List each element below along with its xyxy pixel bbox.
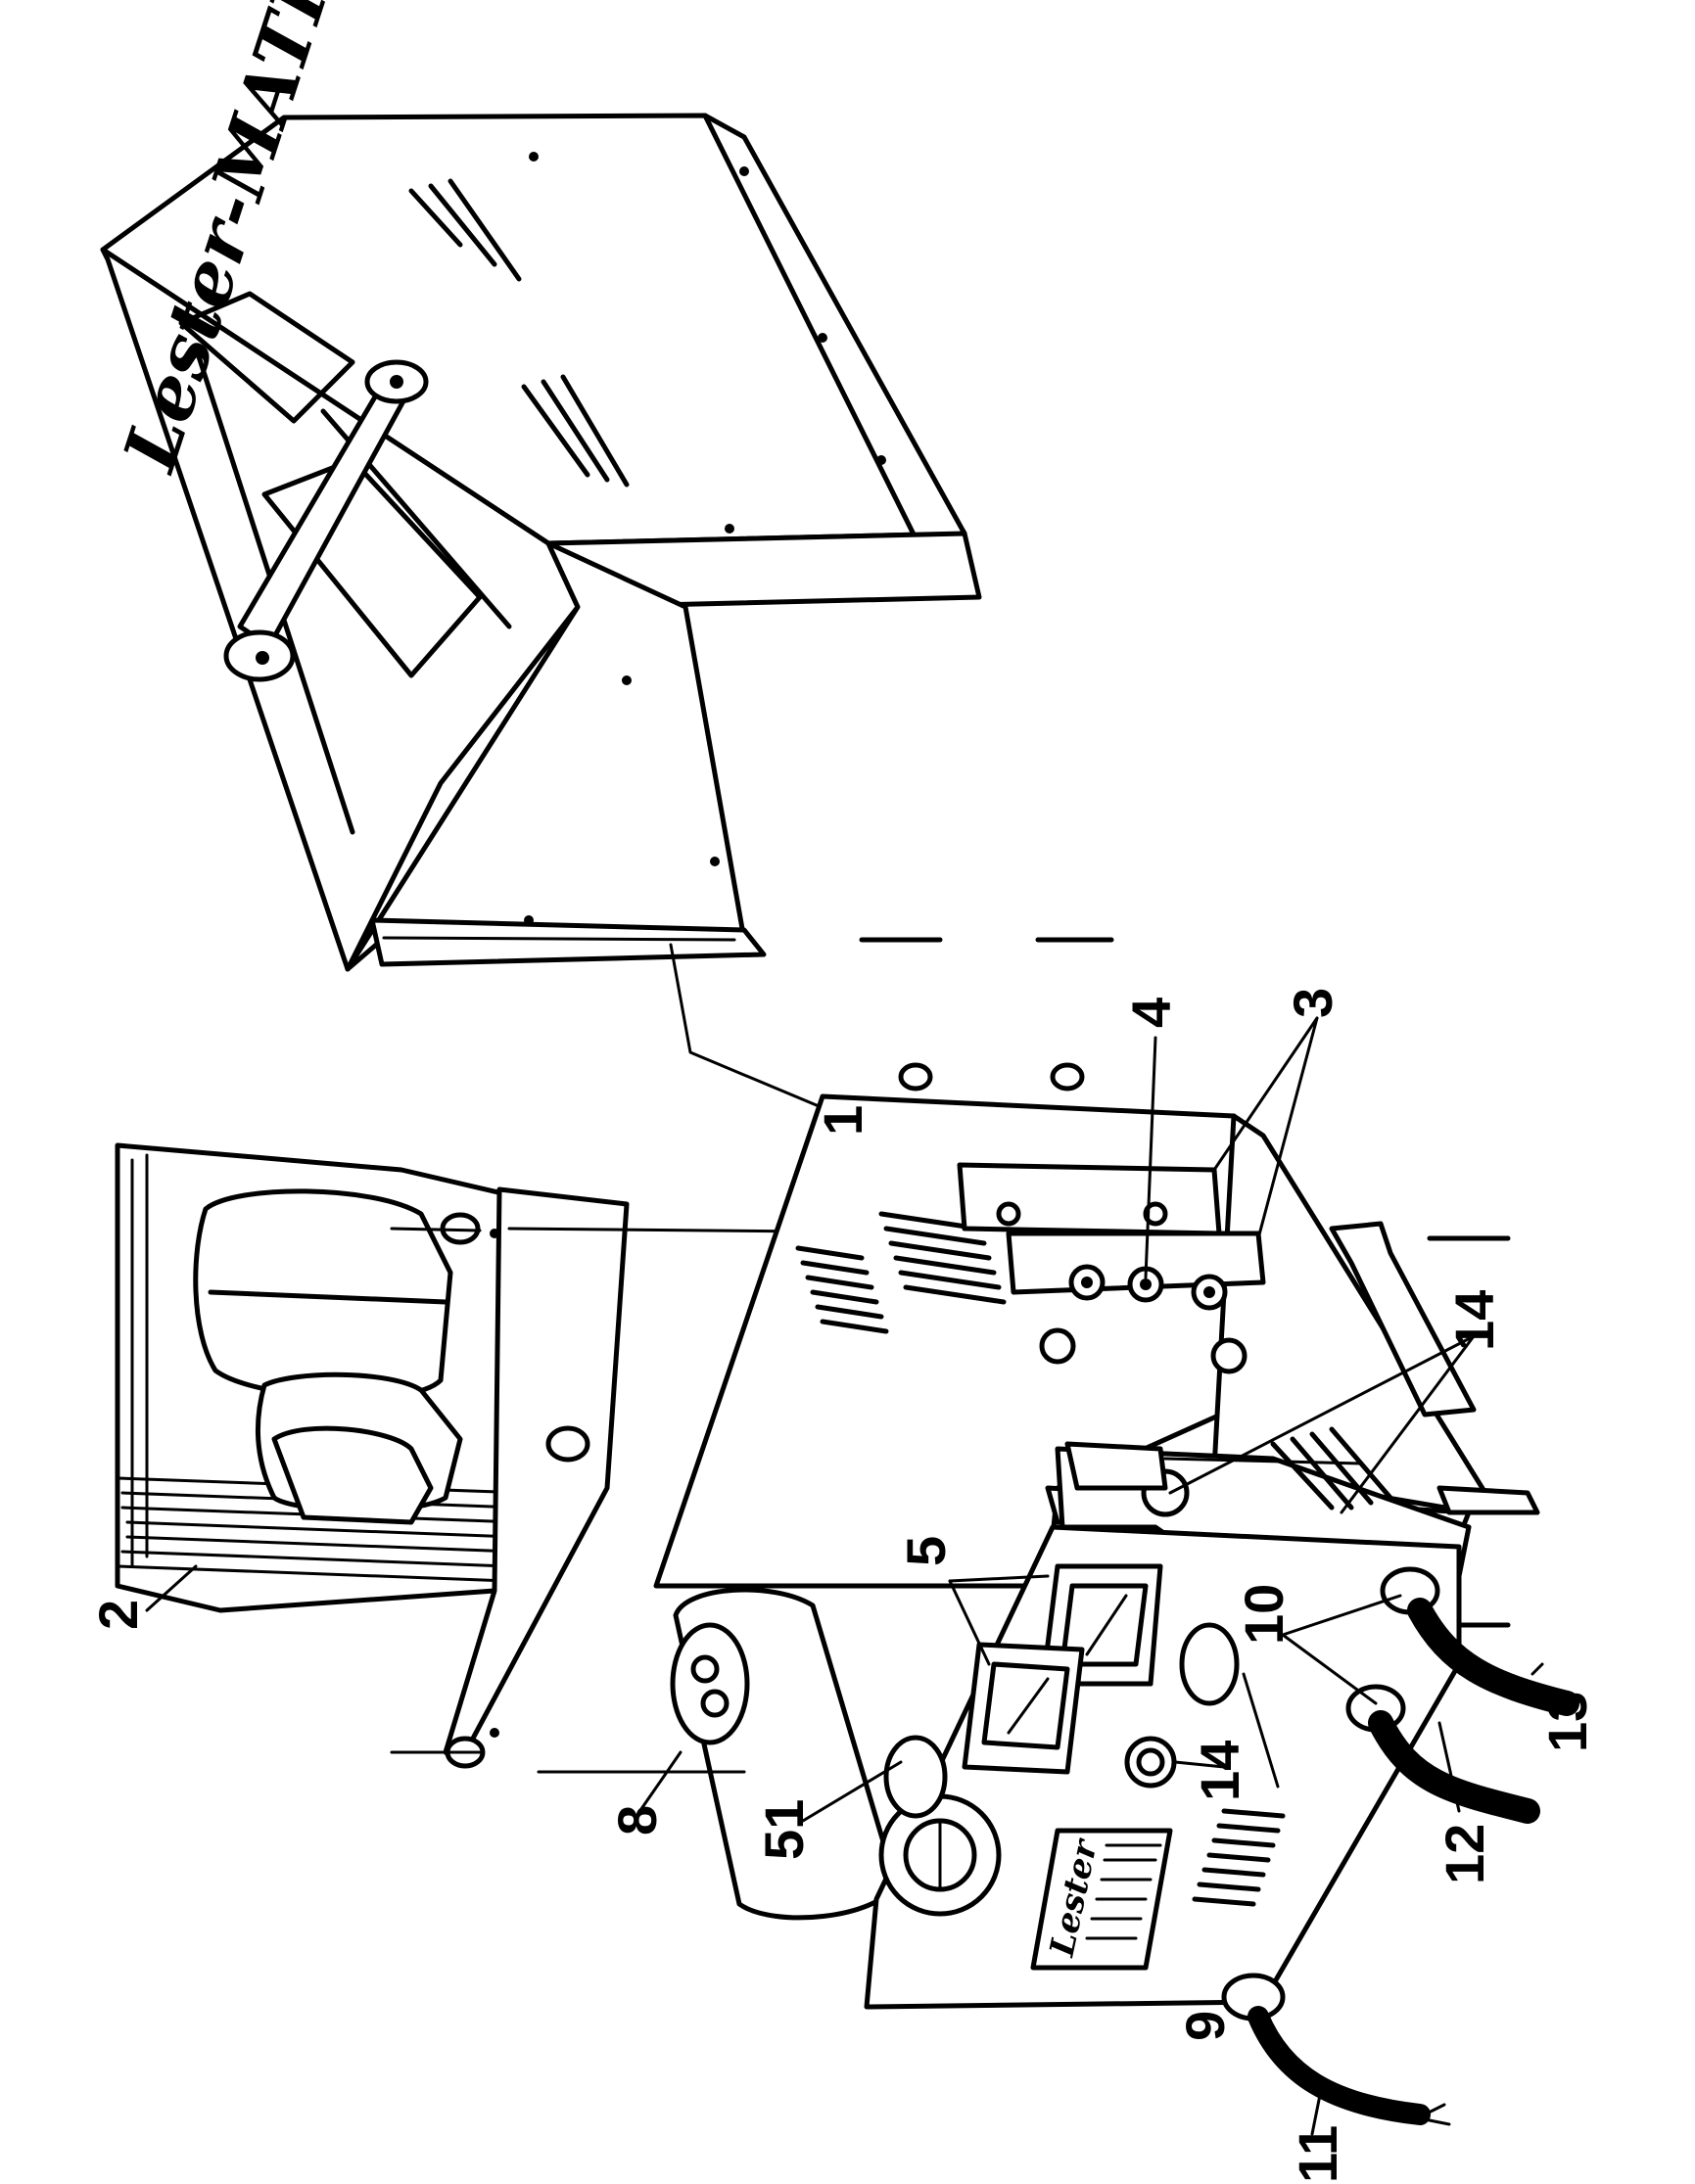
nameplate-text-lines bbox=[1085, 1843, 1162, 1940]
panel-screw bbox=[1242, 1672, 1280, 1789]
transformer-coil-seam bbox=[208, 1289, 448, 1305]
leader-5b bbox=[948, 1579, 991, 1666]
ammeter-needle bbox=[1085, 1594, 1128, 1656]
leader-10a bbox=[1281, 1594, 1402, 1637]
capacitor-terminal-2 bbox=[700, 1689, 730, 1718]
callout-14-front: 14 bbox=[1189, 1741, 1250, 1801]
fuse-holder-front bbox=[1124, 1736, 1177, 1789]
ac-cord-wires bbox=[1423, 2103, 1451, 2126]
voltmeter-needle bbox=[1007, 1677, 1050, 1735]
rectifier-bracket-upper bbox=[957, 1162, 1222, 1236]
leader-1 bbox=[669, 943, 844, 1118]
timer-knob bbox=[883, 1735, 948, 1819]
leader-4 bbox=[1144, 1036, 1157, 1279]
leader-10b bbox=[1281, 1633, 1378, 1705]
voltmeter-face bbox=[981, 1661, 1070, 1750]
cover-housing: Lester-MATIC bbox=[100, 0, 982, 972]
callout-10: 10 bbox=[1233, 1584, 1295, 1645]
ac-power-cord bbox=[1248, 2006, 1431, 2125]
leader-51 bbox=[801, 1760, 903, 1823]
cover-handle-bolt-lower bbox=[256, 651, 269, 665]
callout-5: 5 bbox=[895, 1536, 957, 1566]
cords bbox=[1248, 1598, 1579, 2126]
callout-3: 3 bbox=[1282, 988, 1343, 1018]
cover-lip-line bbox=[382, 936, 736, 942]
chassis-foot-front bbox=[1436, 1485, 1540, 1515]
callout-51: 51 bbox=[753, 1799, 815, 1860]
callout-13: 13 bbox=[1536, 1692, 1598, 1752]
callout-8: 8 bbox=[606, 1805, 668, 1835]
callout-1: 1 bbox=[812, 1105, 873, 1136]
capacitor-end bbox=[670, 1622, 750, 1745]
callout-4: 4 bbox=[1120, 998, 1182, 1028]
fuse-cap bbox=[1136, 1747, 1165, 1777]
fuse-guide-line bbox=[1163, 1457, 1363, 1465]
callout-12: 12 bbox=[1434, 1824, 1495, 1884]
chassis-foot-rear bbox=[1329, 1221, 1477, 1417]
cover-handle-bolt-upper bbox=[390, 375, 403, 389]
transformer-assembly bbox=[115, 1142, 1011, 1769]
front-control-panel: Lester bbox=[864, 1524, 1462, 2021]
capacitor-terminal-1 bbox=[690, 1654, 720, 1684]
cover-window-lower bbox=[261, 457, 483, 678]
leader-8 bbox=[635, 1750, 683, 1818]
leader-14b bbox=[1340, 1334, 1476, 1514]
callout-11: 11 bbox=[1287, 2125, 1348, 2183]
leader-5a bbox=[948, 1574, 1050, 1583]
callout-2: 2 bbox=[87, 1600, 149, 1630]
chassis-vents-base bbox=[1270, 1426, 1393, 1510]
fuse-bracket bbox=[1064, 1441, 1168, 1491]
leader-2 bbox=[145, 1564, 198, 1612]
dc-cable-positive bbox=[1368, 1710, 1540, 1824]
leader-13 bbox=[1530, 1662, 1544, 1676]
ammeter-face bbox=[1059, 1583, 1149, 1667]
chassis-vents-front bbox=[1192, 1808, 1286, 1907]
cover-bottom-lip bbox=[369, 917, 767, 967]
cover-vents-top bbox=[408, 178, 630, 488]
leader-lines bbox=[801, 1016, 1544, 2136]
callout-9: 9 bbox=[1174, 2011, 1236, 2041]
leader-14a bbox=[1168, 1334, 1476, 1495]
leader-14c bbox=[1173, 1760, 1226, 1769]
transformer-coil-inner bbox=[271, 1425, 434, 1525]
leader-11 bbox=[1310, 2083, 1324, 2136]
capacitor bbox=[537, 1587, 899, 1921]
leader-12 bbox=[1437, 1721, 1461, 1813]
cover-screw-holes bbox=[524, 152, 886, 925]
transformer-bolt-line-top bbox=[390, 1227, 482, 1232]
rectifier-diodes bbox=[996, 1201, 1248, 1374]
leader-3a bbox=[1212, 1016, 1319, 1172]
panel-plug bbox=[1179, 1622, 1240, 1706]
leader-3b bbox=[1256, 1016, 1319, 1240]
callout-labels: 1 2 3 4 5 8 9 10 11 12 13 14 14 51 bbox=[87, 988, 1598, 2183]
voltmeter bbox=[962, 1642, 1085, 1775]
cover-window-upper bbox=[178, 291, 355, 424]
dc-cable-negative bbox=[1407, 1598, 1579, 1716]
callout-14-rear: 14 bbox=[1443, 1290, 1505, 1351]
